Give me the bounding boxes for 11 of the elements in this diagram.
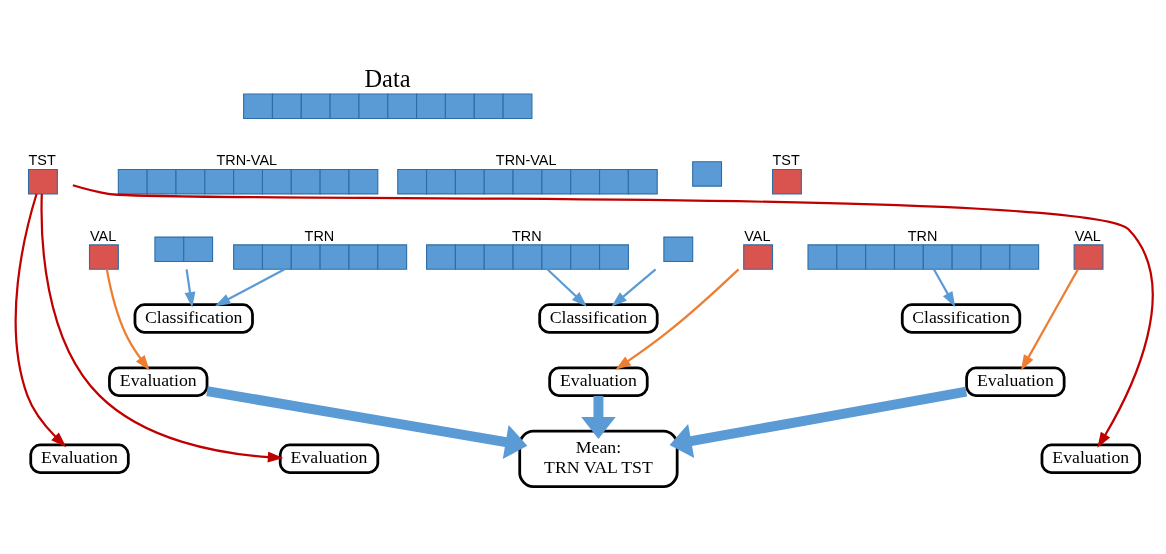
node-label: TRN xyxy=(511,227,542,244)
node-label: TRN xyxy=(304,227,335,244)
node-label: VAL xyxy=(1074,227,1101,244)
node-label: TRN-VAL xyxy=(216,152,278,169)
node-label: VAL xyxy=(90,227,117,244)
node-label: TST xyxy=(772,152,800,169)
node-label: TST xyxy=(28,152,56,169)
node-label: VAL xyxy=(744,227,771,244)
node-label: TRN xyxy=(907,227,938,244)
node-label: TRN-VAL xyxy=(495,152,557,169)
node-label: Data xyxy=(364,64,411,92)
